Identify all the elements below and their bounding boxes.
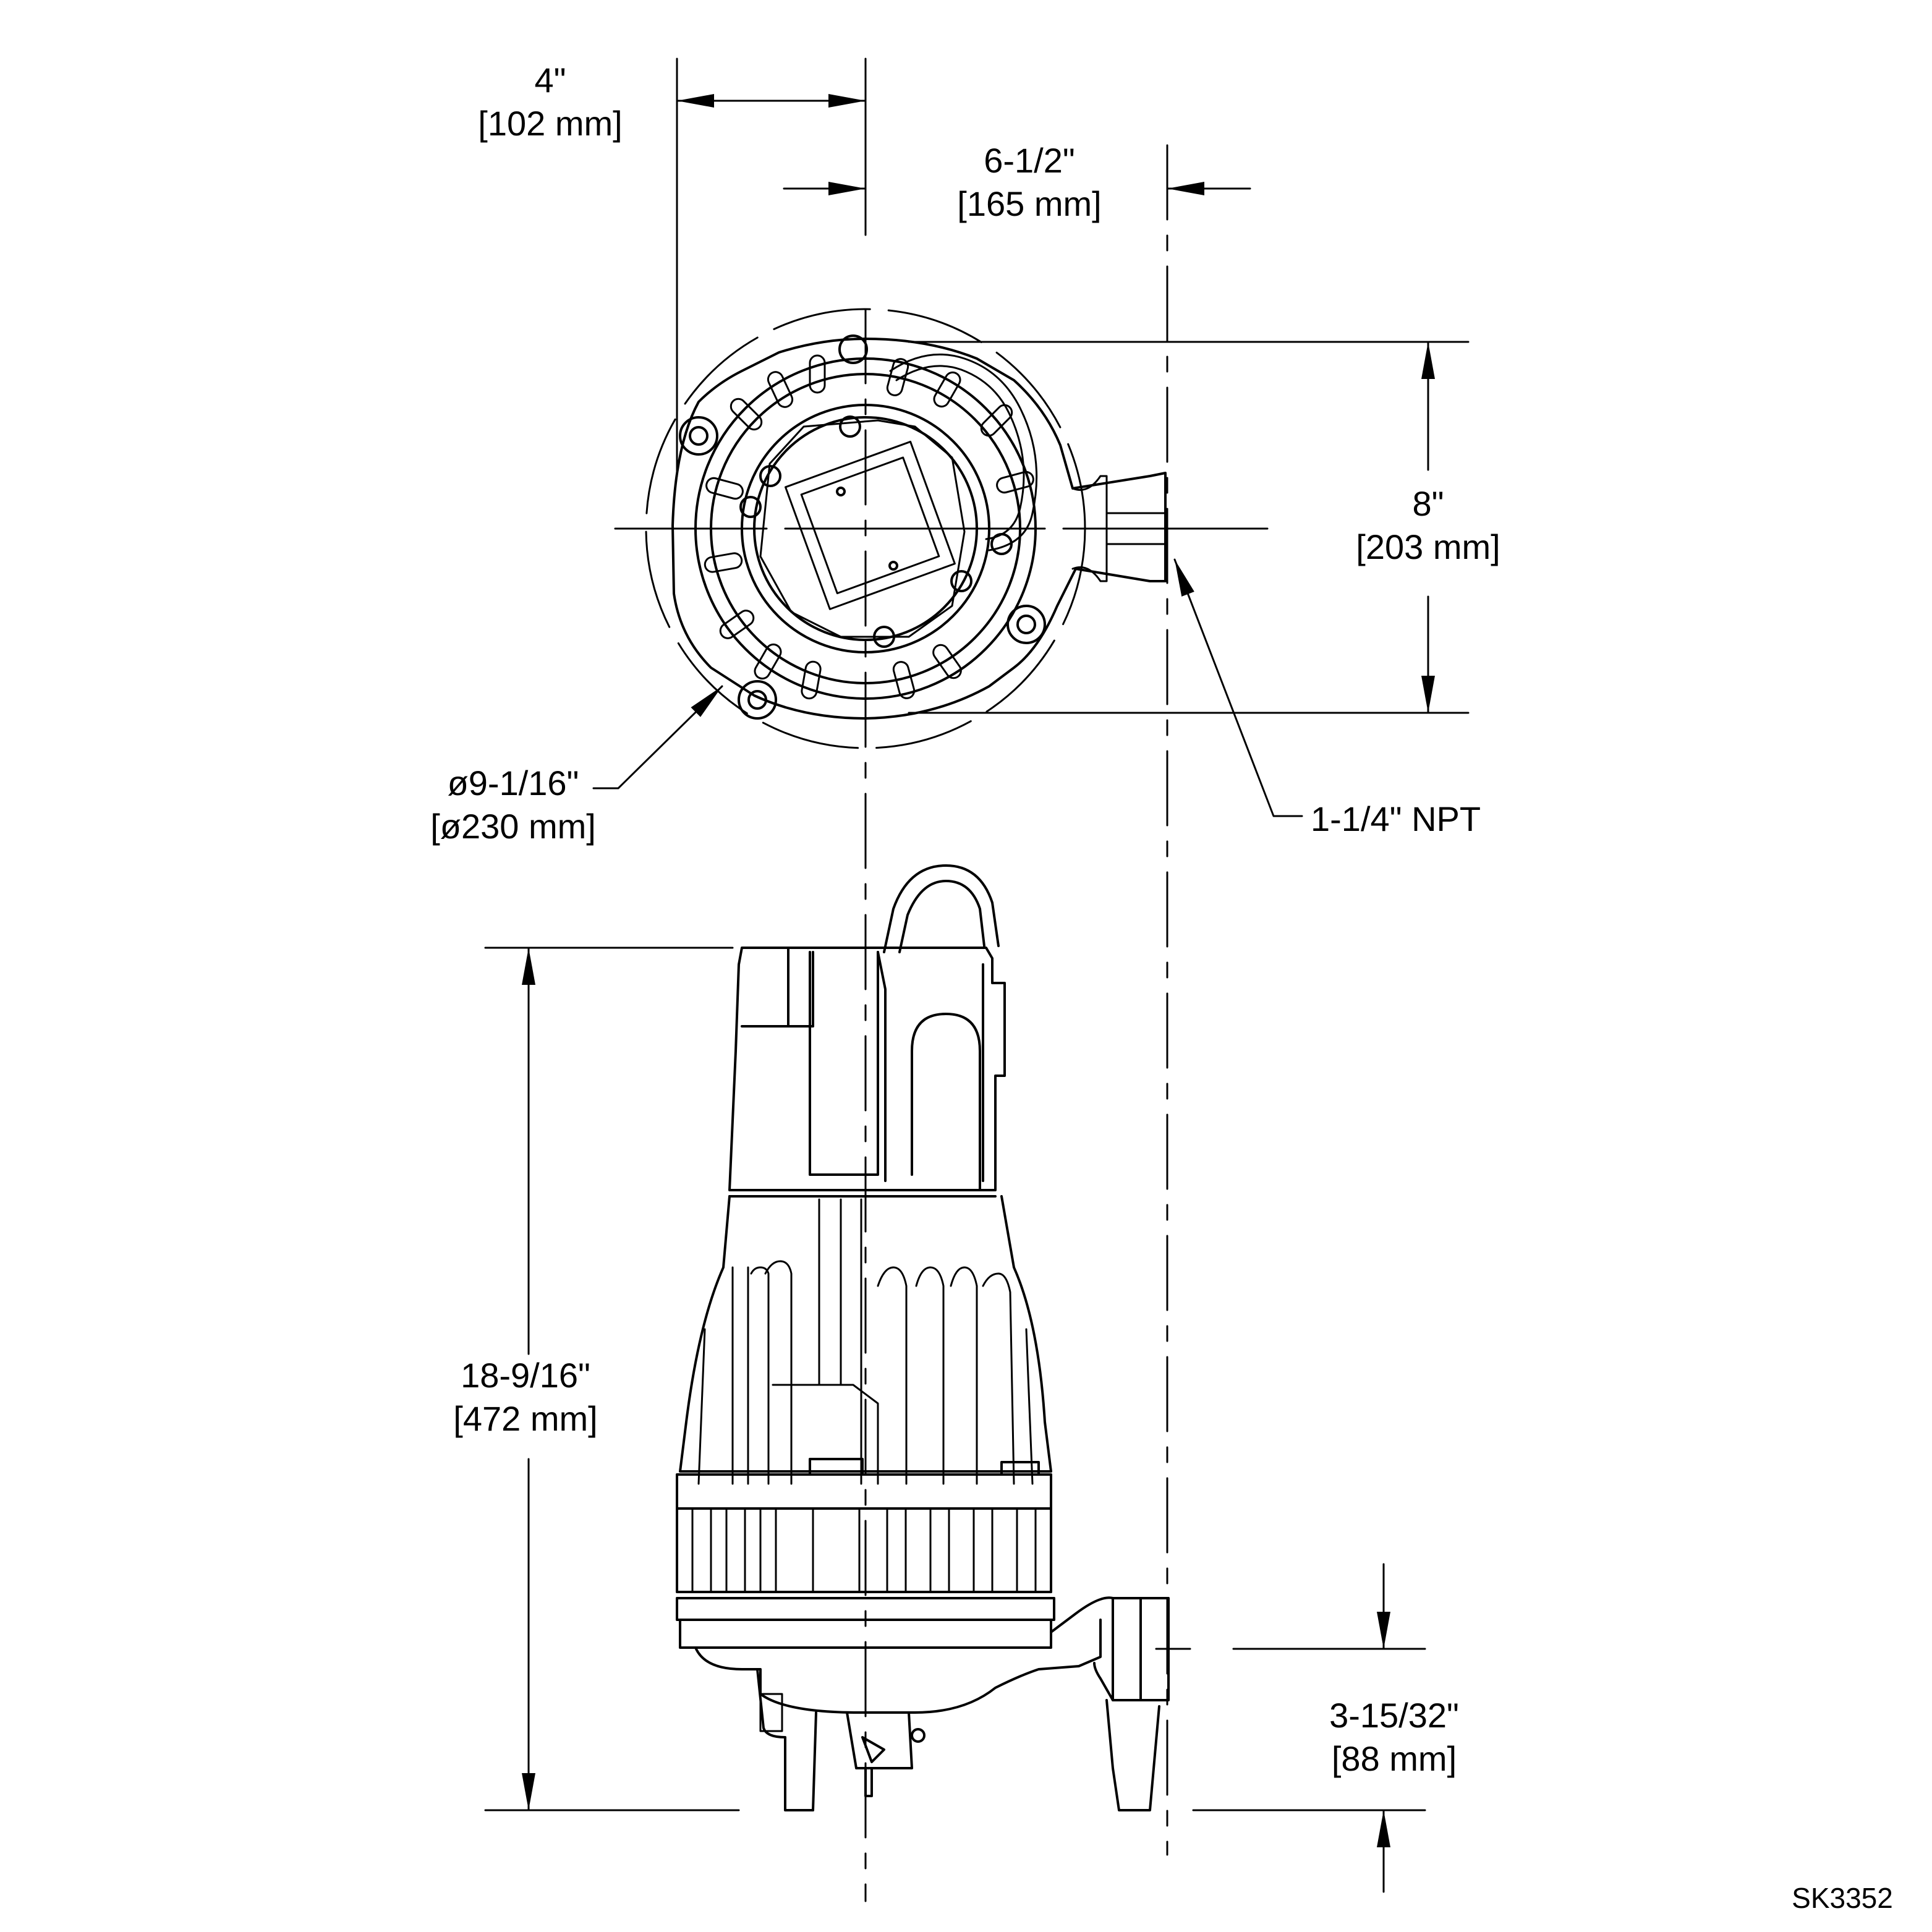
- top-offset-mm: [102 mm]: [478, 104, 623, 143]
- discharge-offset-inch: 6-1/2": [984, 141, 1075, 180]
- discharge-size-label: 1-1/4" NPT: [1311, 798, 1481, 841]
- diameter-mm: [ø230 mm]: [430, 807, 596, 846]
- discharge-height-inch: 3-15/32": [1329, 1696, 1459, 1735]
- discharge-offset-mm: [165 mm]: [957, 184, 1102, 223]
- dimension-arrows: [522, 94, 1435, 1893]
- pump-top-view: [645, 308, 1167, 749]
- discharge-offset-dimension: 6-1/2" [165 mm]: [940, 139, 1119, 226]
- height-inch: 18-9/16": [461, 1356, 590, 1395]
- depth-mm: [203 mm]: [1356, 527, 1500, 566]
- discharge-height-mm: [88 mm]: [1331, 1739, 1457, 1778]
- discharge-height-dimension: 3-15/32" [88 mm]: [1292, 1694, 1496, 1781]
- pump-side-view: [676, 864, 1170, 1811]
- height-dimension: 18-9/16" [472 mm]: [420, 1354, 631, 1440]
- top-offset-dimension: 4" [102 mm]: [470, 59, 631, 145]
- height-mm: [472 mm]: [453, 1399, 598, 1438]
- top-offset-inch: 4": [534, 61, 566, 100]
- depth-inch: 8": [1412, 484, 1444, 523]
- depth-dimension: 8" [203 mm]: [1329, 482, 1527, 569]
- diameter-dimension: ø9-1/16" [ø230 mm]: [408, 762, 618, 848]
- extension-lines: [484, 57, 1470, 1902]
- diameter-inch: ø9-1/16": [447, 764, 579, 802]
- discharge-size-text: 1-1/4" NPT: [1311, 799, 1481, 838]
- drawing-number: SK3352: [1774, 1876, 1910, 1920]
- drawing-number-text: SK3352: [1792, 1882, 1893, 1914]
